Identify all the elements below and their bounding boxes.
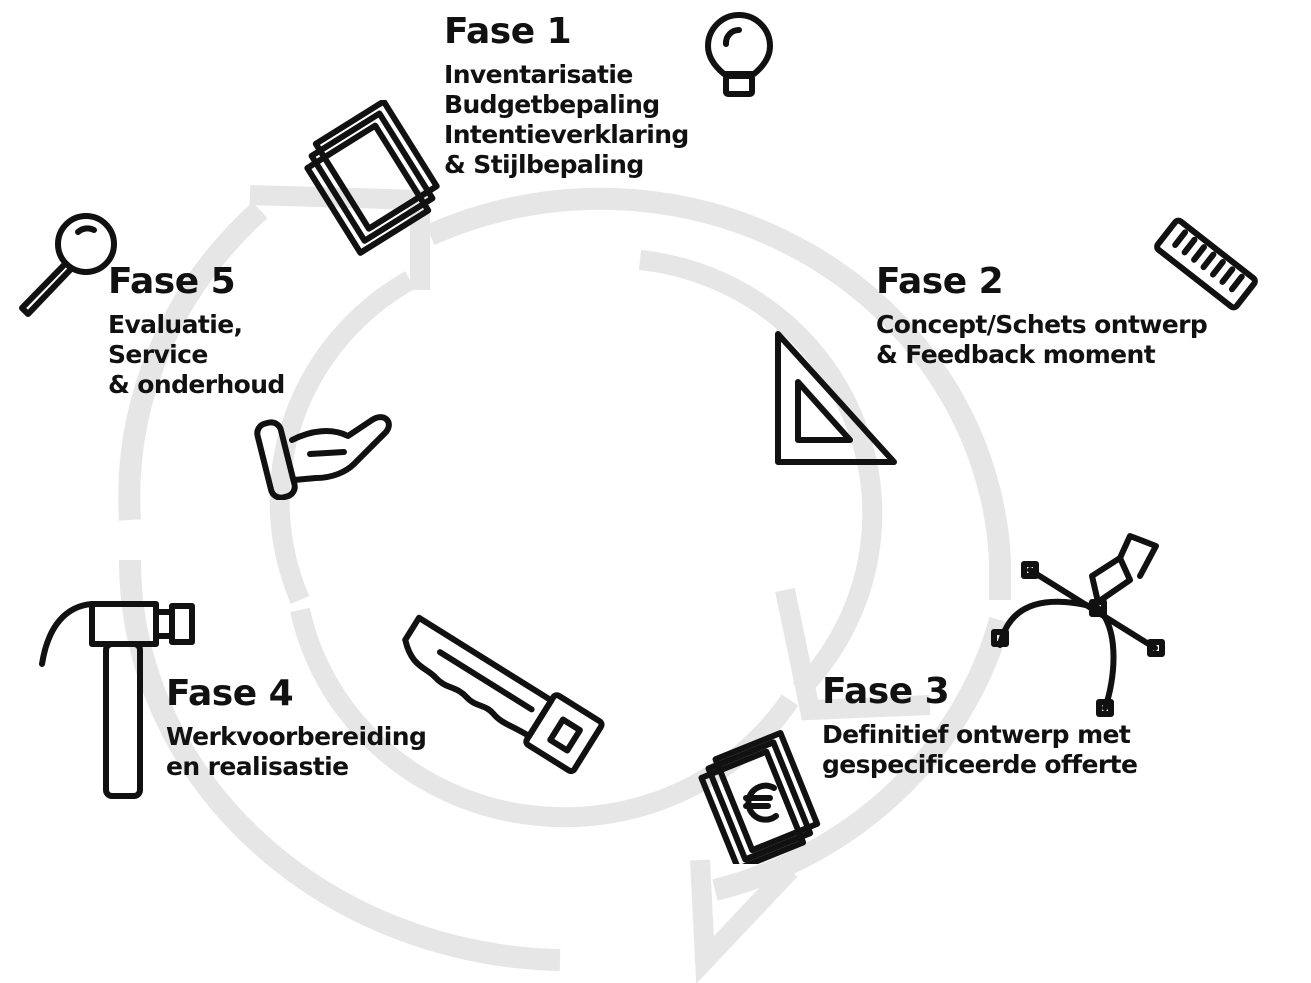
set-square-icon xyxy=(775,331,897,465)
phase-5: Fase 5 Evaluatie, Service & onderhoud xyxy=(108,262,285,400)
papers-icon xyxy=(304,100,440,256)
saw-icon xyxy=(402,614,605,774)
phase-2: Fase 2 Concept/Schets ontwerp & Feedback… xyxy=(876,261,1208,370)
magnifier-icon xyxy=(19,213,117,317)
bezier-pen-icon xyxy=(991,533,1165,717)
phase-3-title: Fase 3 xyxy=(822,671,950,712)
phase-4: Fase 4 Werkvoorbereiding en realisastie xyxy=(166,673,427,782)
phase-2-description: Concept/Schets ontwerp & Feedback moment xyxy=(876,310,1208,370)
phase-2-line: Concept/Schets ontwerp xyxy=(876,310,1208,339)
phase-2-title: Fase 2 xyxy=(876,261,1004,302)
hammer-icon xyxy=(39,601,195,799)
phase-3-line: gespecificeerde offerte xyxy=(822,750,1138,779)
phase-5-line: Service xyxy=(108,340,208,369)
phase-3: Fase 3 Definitief ontwerp met gespecific… xyxy=(822,671,1138,780)
phase-3-line: Definitief ontwerp met xyxy=(822,720,1131,749)
euro-bills-icon xyxy=(698,730,821,864)
phase-1-line: & Stijlbepaling xyxy=(444,150,644,179)
phase-1-line: Budgetbepaling xyxy=(444,90,660,119)
phase-4-line: Werkvoorbereiding xyxy=(166,722,427,751)
phase-1-line: Inventarisatie xyxy=(444,60,633,89)
phase-5-line: Evaluatie, xyxy=(108,310,243,339)
phase-1-title: Fase 1 xyxy=(444,11,572,52)
phase-2-line: & Feedback moment xyxy=(876,340,1156,369)
phase-1-description: Inventarisatie Budgetbepaling Intentieve… xyxy=(444,60,689,180)
phase-4-title: Fase 4 xyxy=(166,673,294,714)
ruler-icon xyxy=(1154,217,1258,311)
phase-5-line: & onderhoud xyxy=(108,370,285,399)
phase-1: Fase 1 Inventarisatie Budgetbepaling Int… xyxy=(444,12,689,180)
phase-5-title: Fase 5 xyxy=(108,261,236,302)
phase-3-description: Definitief ontwerp met gespecificeerde o… xyxy=(822,720,1138,780)
lightbulb-icon xyxy=(705,12,773,97)
phase-4-line: en realisastie xyxy=(166,752,349,781)
phase-5-description: Evaluatie, Service & onderhoud xyxy=(108,310,285,400)
phase-1-line: Intentieverklaring xyxy=(444,120,689,149)
phase-4-description: Werkvoorbereiding en realisastie xyxy=(166,722,427,782)
hand-icon xyxy=(254,414,392,500)
cycle-arrow-ring xyxy=(118,187,1011,971)
